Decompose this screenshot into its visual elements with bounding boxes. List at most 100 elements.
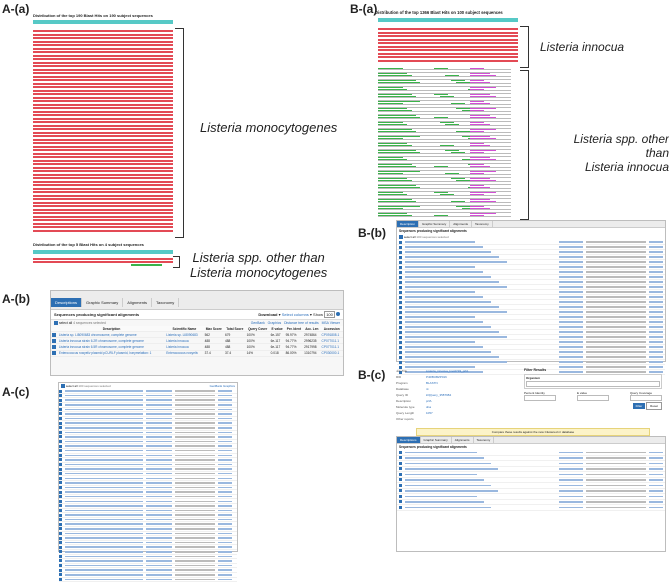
table-row[interactable]	[59, 440, 237, 445]
row-accession[interactable]	[218, 486, 232, 489]
row-accession[interactable]	[218, 404, 232, 406]
row-scientific-name[interactable]	[559, 501, 583, 503]
row-checkbox[interactable]	[59, 554, 62, 558]
row-description[interactable]	[65, 569, 143, 571]
row-description[interactable]	[405, 326, 491, 328]
table-row[interactable]	[59, 513, 237, 518]
row-scientific-name[interactable]	[559, 346, 583, 348]
row-scientific-name[interactable]: Listeria sp. LI8090683	[165, 331, 204, 339]
row-description[interactable]	[65, 495, 143, 498]
row-scientific-name[interactable]	[146, 518, 172, 521]
row-description[interactable]	[65, 537, 143, 539]
row-description[interactable]	[405, 261, 507, 263]
row-scientific-name[interactable]	[146, 454, 172, 457]
row-scientific-name[interactable]	[559, 286, 583, 288]
row-scientific-name[interactable]	[146, 528, 172, 530]
row-description[interactable]	[65, 532, 143, 535]
row-description[interactable]	[65, 518, 143, 521]
row-checkbox[interactable]	[59, 518, 62, 522]
row-accession[interactable]	[218, 569, 232, 571]
row-scientific-name[interactable]	[146, 564, 172, 567]
link-msa-viewer[interactable]: MSA Viewer	[321, 321, 340, 325]
row-scientific-name[interactable]	[146, 472, 172, 475]
row-scientific-name[interactable]	[559, 490, 583, 492]
row-accession[interactable]	[218, 454, 232, 457]
row-accession[interactable]	[218, 491, 232, 493]
row-scientific-name[interactable]	[559, 306, 583, 308]
row-scientific-name[interactable]	[146, 431, 172, 434]
row-accession[interactable]	[218, 408, 232, 411]
row-scientific-name[interactable]	[146, 404, 172, 406]
table-row[interactable]	[59, 407, 237, 413]
row-description[interactable]	[405, 371, 483, 373]
row-description[interactable]	[405, 266, 475, 268]
row-description[interactable]	[405, 336, 507, 338]
row-accession[interactable]	[649, 316, 663, 318]
row-accession[interactable]	[649, 256, 663, 258]
row-scientific-name[interactable]	[559, 296, 583, 298]
row-scientific-name[interactable]	[146, 560, 172, 562]
row-description[interactable]	[405, 241, 475, 243]
row-checkbox[interactable]	[399, 290, 402, 294]
row-checkbox[interactable]	[399, 467, 402, 471]
row-scientific-name[interactable]	[559, 266, 583, 268]
row-scientific-name[interactable]	[146, 399, 172, 401]
row-description[interactable]	[405, 501, 484, 503]
row-checkbox[interactable]	[59, 403, 62, 407]
row-scientific-name[interactable]	[146, 574, 172, 576]
row-accession[interactable]	[218, 482, 232, 484]
row-description[interactable]	[65, 468, 143, 470]
table-row[interactable]	[397, 255, 665, 261]
table-row[interactable]	[59, 467, 237, 472]
table-row[interactable]	[397, 340, 665, 346]
row-description[interactable]	[405, 484, 491, 486]
row-accession[interactable]	[649, 457, 663, 459]
row-description[interactable]	[65, 574, 143, 576]
link-genbank[interactable]: GenBank	[250, 321, 265, 325]
row-accession[interactable]	[218, 574, 232, 576]
row-description[interactable]	[65, 440, 143, 443]
row-description[interactable]	[65, 578, 143, 581]
row-checkbox[interactable]	[59, 412, 62, 416]
row-checkbox[interactable]	[59, 573, 62, 577]
row-checkbox[interactable]	[59, 453, 62, 457]
row-checkbox[interactable]	[52, 338, 56, 343]
row-scientific-name[interactable]	[559, 321, 583, 323]
row-description[interactable]	[405, 246, 483, 248]
row-checkbox[interactable]	[399, 335, 402, 339]
row-scientific-name[interactable]	[146, 505, 172, 507]
row-accession[interactable]	[218, 551, 232, 553]
table-row[interactable]	[59, 417, 237, 422]
row-description[interactable]	[405, 276, 491, 278]
table-row[interactable]	[397, 467, 665, 472]
row-description[interactable]	[65, 417, 143, 420]
table-row[interactable]	[397, 265, 665, 271]
row-checkbox[interactable]	[59, 458, 62, 462]
table-row[interactable]	[397, 500, 665, 505]
row-description[interactable]	[405, 490, 498, 492]
row-scientific-name[interactable]	[559, 361, 583, 363]
row-description[interactable]	[405, 351, 491, 353]
query-coverage-input[interactable]	[630, 395, 662, 401]
table-row[interactable]	[59, 490, 237, 495]
row-scientific-name[interactable]	[559, 256, 583, 258]
show-select[interactable]: 100	[324, 311, 335, 318]
row-checkbox[interactable]	[59, 541, 62, 545]
table-row[interactable]	[397, 355, 665, 361]
row-checkbox[interactable]	[399, 265, 402, 269]
row-checkbox[interactable]	[59, 449, 62, 453]
row-scientific-name[interactable]	[146, 495, 172, 498]
row-accession[interactable]: CP030000.1	[320, 350, 343, 357]
e-value-input[interactable]	[577, 395, 609, 401]
row-checkbox[interactable]	[59, 495, 62, 499]
row-description[interactable]	[65, 560, 143, 562]
row-scientific-name[interactable]: Listeria innocua	[165, 337, 204, 345]
row-checkbox[interactable]	[59, 504, 62, 508]
row-scientific-name[interactable]	[146, 459, 172, 461]
table-row[interactable]	[59, 403, 237, 408]
row-scientific-name[interactable]	[146, 413, 172, 415]
row-description[interactable]	[65, 486, 143, 489]
row-accession[interactable]	[218, 528, 232, 530]
row-description[interactable]	[405, 341, 475, 343]
row-scientific-name[interactable]	[146, 523, 172, 525]
